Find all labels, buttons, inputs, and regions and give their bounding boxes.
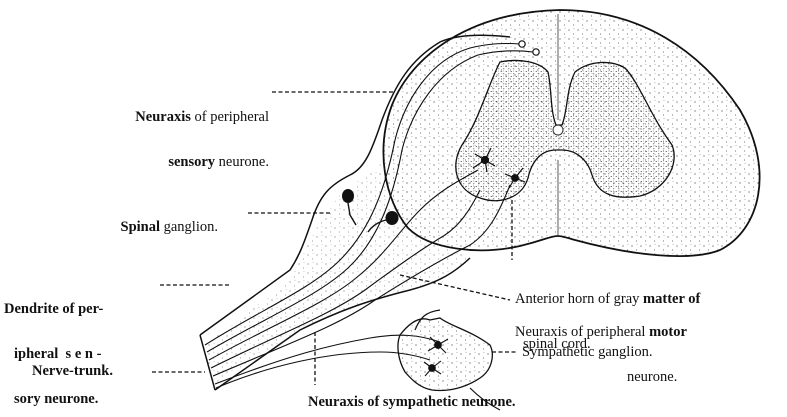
sympathetic-neuraxis-label: Neuraxis of sympathetic neurone.	[308, 395, 516, 410]
central-canal	[553, 125, 563, 135]
spinal-ganglion-label: Spinal ganglion.	[106, 205, 218, 250]
sensory-neuraxis-label: Neuraxis of peripheral sensory neurone.	[14, 80, 269, 200]
dendrite-label-line-1: Dendrite of per-	[4, 302, 103, 317]
dendrite-label-line-3: sory neurone.	[4, 392, 103, 407]
dendrite-label-line-2: ipheral s e n -	[4, 347, 103, 362]
nerve-trunk-label: Nerve-trunk.	[32, 364, 113, 379]
sympathetic-ganglion-label: Sympathetic ganglion.	[522, 345, 652, 360]
sympathetic-ganglion-outline	[398, 318, 492, 391]
dendrite-label: Dendrite of per- ipheral s e n - sory ne…	[4, 272, 103, 417]
fibre-ending-2	[533, 49, 539, 55]
fibre-ending-1	[519, 41, 525, 47]
